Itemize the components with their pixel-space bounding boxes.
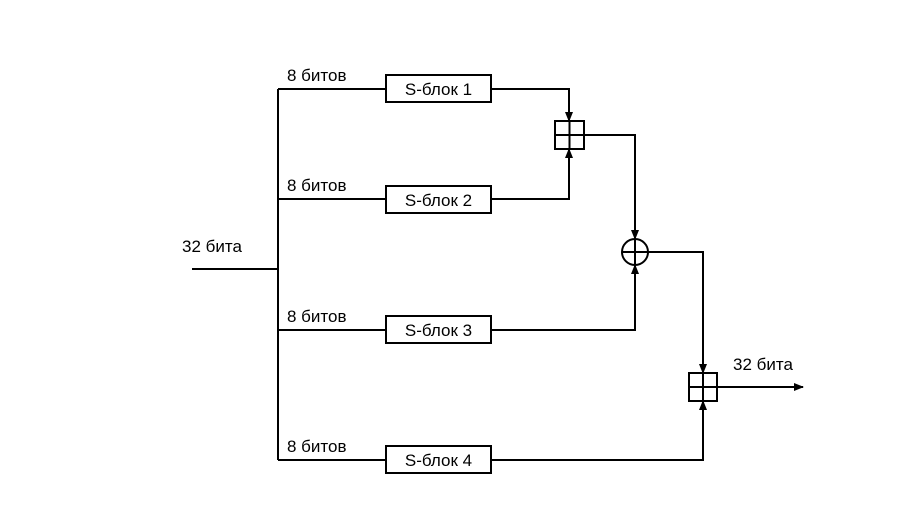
wire-adder1-xor (584, 134, 639, 240)
wire-sbox3-xor (491, 264, 639, 331)
sbox-4-label: S-блок 4 (405, 451, 472, 470)
sbox-1-label: S-блок 1 (405, 80, 472, 99)
branch-label-2: 8 битов (287, 176, 347, 195)
wire-sbox1-adder1 (491, 88, 573, 122)
wire-xor-adder2 (648, 251, 707, 374)
output-label: 32 бита (733, 355, 793, 374)
wire-sbox2-adder1 (491, 148, 573, 200)
branch-label-4: 8 битов (287, 437, 347, 456)
sbox-2-label: S-блок 2 (405, 191, 472, 210)
sbox-3-label: S-блок 3 (405, 321, 472, 340)
wire-sbox4-adder2 (491, 400, 707, 461)
branch-label-1: 8 битов (287, 66, 347, 85)
input-label: 32 бита (182, 237, 242, 256)
branch-label-3: 8 битов (287, 307, 347, 326)
